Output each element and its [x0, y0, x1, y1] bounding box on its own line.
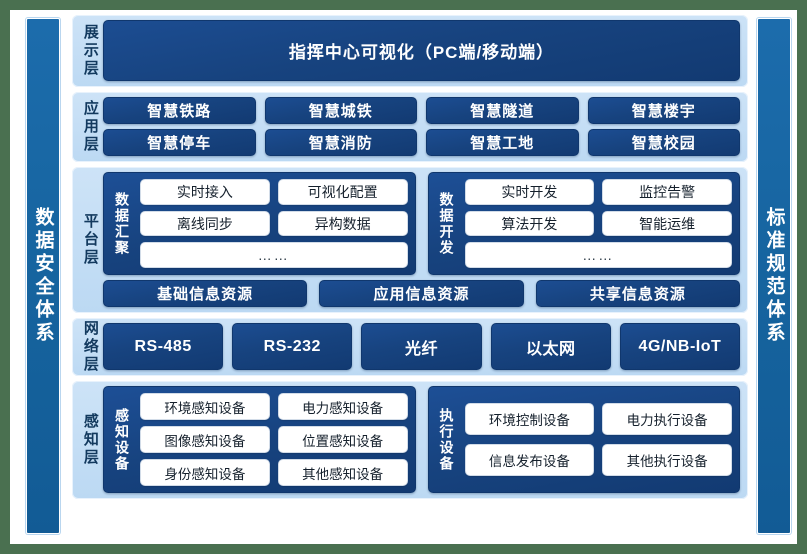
group-data-development: 数据开发 实时开发 监控告警 算法开发 智能运维: [427, 172, 740, 275]
left-pillar-label: 数据安全体系: [32, 207, 54, 345]
layer-platform-label: 平台层: [77, 172, 103, 307]
left-pillar-data-security: 数据安全体系: [26, 18, 60, 534]
sensor-item-identity[interactable]: 身份感知设备: [140, 459, 270, 486]
platform-groups: 数据汇聚 实时接入 可视化配置 离线同步 异构数据: [103, 172, 740, 275]
architecture-diagram-canvas: 数据安全体系 展示层 指挥中心可视化（PC端/移动端） 应用层 智慧铁路 智慧城…: [10, 10, 797, 544]
group-actuator-devices-grid: 环境控制设备 电力执行设备 信息发布设备 其他执行设备: [464, 393, 732, 486]
resource-item-application-info[interactable]: 应用信息资源: [319, 280, 524, 307]
layer-sensing-label-text: 感知层: [81, 412, 99, 467]
aggregation-item-heterogeneous-data[interactable]: 异构数据: [277, 210, 408, 237]
aggregation-row-1: 实时接入 可视化配置: [140, 179, 408, 205]
group-data-development-grid: 实时开发 监控告警 算法开发 智能运维 ……: [464, 179, 732, 269]
app-item-smart-tunnel[interactable]: 智慧隧道: [426, 97, 579, 124]
application-row-2: 智慧停车 智慧消防 智慧工地 智慧校园: [103, 129, 740, 156]
layer-display: 展示层 指挥中心可视化（PC端/移动端）: [72, 15, 748, 87]
aggregation-item-realtime-ingest[interactable]: 实时接入: [140, 179, 270, 205]
group-sensing-devices-title-text: 感知设备: [114, 407, 130, 472]
layer-application-label-text: 应用层: [81, 99, 99, 154]
aggregation-item-offline-sync[interactable]: 离线同步: [140, 210, 270, 237]
actuator-item-info-publishing[interactable]: 信息发布设备: [464, 444, 595, 476]
layer-sensing-body: 感知设备 环境感知设备 电力感知设备 图像感知设备 位置感知设备: [103, 386, 740, 493]
layer-display-label-text: 展示层: [81, 23, 99, 78]
actuator-item-other[interactable]: 其他执行设备: [602, 444, 732, 476]
layer-application-body: 智慧铁路 智慧城铁 智慧隧道 智慧楼宇 智慧停车 智慧消防 智慧工地 智慧校园: [103, 97, 740, 156]
group-data-development-title-text: 数据开发: [438, 191, 455, 256]
layer-display-body: 指挥中心可视化（PC端/移动端）: [103, 20, 740, 81]
app-item-smart-campus[interactable]: 智慧校园: [587, 129, 740, 156]
resource-item-basic-info[interactable]: 基础信息资源: [103, 280, 308, 307]
aggregation-row-2: 离线同步 异构数据: [140, 210, 408, 237]
layer-application-label: 应用层: [77, 97, 103, 156]
platform-resource-row: 基础信息资源 应用信息资源 共享信息资源: [103, 280, 740, 307]
aggregation-row-3: ……: [140, 242, 408, 269]
layer-display-label: 展示层: [77, 20, 103, 81]
app-item-smart-metro[interactable]: 智慧城铁: [264, 97, 417, 124]
group-sensing-devices-grid: 环境感知设备 电力感知设备 图像感知设备 位置感知设备 身份感知设备 其他感知设…: [140, 393, 408, 486]
sensor-item-location[interactable]: 位置感知设备: [277, 426, 408, 453]
group-actuator-devices-title-text: 执行设备: [438, 407, 455, 472]
development-item-realtime-dev[interactable]: 实时开发: [464, 179, 595, 205]
sensor-item-image[interactable]: 图像感知设备: [140, 426, 270, 453]
right-pillar-label: 标准规范体系: [763, 207, 785, 345]
group-data-aggregation-title-text: 数据汇聚: [114, 191, 130, 256]
app-item-smart-firefighting[interactable]: 智慧消防: [264, 129, 417, 156]
app-item-smart-railway[interactable]: 智慧铁路: [103, 97, 256, 124]
development-row-1: 实时开发 监控告警: [464, 179, 732, 205]
layer-application: 应用层 智慧铁路 智慧城铁 智慧隧道 智慧楼宇 智慧停车 智慧消防 智慧工地 智…: [72, 92, 748, 162]
development-row-2: 算法开发 智能运维: [464, 210, 732, 237]
group-data-development-title: 数据开发: [436, 179, 458, 268]
sensor-row-2: 图像感知设备 位置感知设备: [140, 426, 408, 453]
aggregation-item-more[interactable]: ……: [140, 242, 408, 269]
development-item-smart-opsmaint[interactable]: 智能运维: [602, 210, 732, 237]
network-item-rs485[interactable]: RS-485: [103, 323, 224, 370]
development-item-monitor-alarm[interactable]: 监控告警: [602, 179, 732, 205]
app-item-smart-building[interactable]: 智慧楼宇: [587, 97, 740, 124]
sensing-groups: 感知设备 环境感知设备 电力感知设备 图像感知设备 位置感知设备: [103, 386, 740, 493]
app-item-smart-construction[interactable]: 智慧工地: [426, 129, 579, 156]
development-item-algorithm-dev[interactable]: 算法开发: [464, 210, 595, 237]
application-row-1: 智慧铁路 智慧城铁 智慧隧道 智慧楼宇: [103, 97, 740, 124]
network-item-ethernet[interactable]: 以太网: [490, 323, 611, 370]
layer-sensing-label: 感知层: [77, 386, 103, 493]
layer-platform: 平台层 数据汇聚 实时接入 可视化配置: [72, 167, 748, 313]
sensor-row-3: 身份感知设备 其他感知设备: [140, 459, 408, 486]
sensor-row-1: 环境感知设备 电力感知设备: [140, 393, 408, 420]
sensor-item-power[interactable]: 电力感知设备: [277, 393, 408, 420]
layer-stack: 展示层 指挥中心可视化（PC端/移动端） 应用层 智慧铁路 智慧城铁 智慧隧道 …: [72, 15, 748, 538]
group-sensing-devices-title: 感知设备: [111, 393, 133, 486]
group-data-aggregation-grid: 实时接入 可视化配置 离线同步 异构数据 ……: [140, 179, 408, 269]
network-item-4g-nbiot[interactable]: 4G/NB-IoT: [619, 323, 741, 370]
network-item-fiber[interactable]: 光纤: [361, 323, 482, 370]
layer-network-label-text: 网络层: [81, 319, 99, 374]
layer-network: 网络层 RS-485 RS-232 光纤 以太网 4G/NB-IoT: [72, 318, 748, 376]
group-data-aggregation: 数据汇聚 实时接入 可视化配置 离线同步 异构数据: [103, 172, 416, 275]
actuator-item-environment-control[interactable]: 环境控制设备: [464, 403, 595, 435]
layer-platform-body: 数据汇聚 实时接入 可视化配置 离线同步 异构数据: [103, 172, 740, 307]
sensor-item-other[interactable]: 其他感知设备: [277, 459, 408, 486]
app-item-smart-parking[interactable]: 智慧停车: [103, 129, 256, 156]
development-item-more[interactable]: ……: [464, 242, 732, 269]
layer-network-body: RS-485 RS-232 光纤 以太网 4G/NB-IoT: [103, 323, 741, 370]
group-data-aggregation-title: 数据汇聚: [111, 179, 133, 268]
actuator-row-2: 信息发布设备 其他执行设备: [464, 444, 732, 476]
layer-network-label: 网络层: [77, 320, 103, 374]
actuator-row-1: 环境控制设备 电力执行设备: [464, 403, 732, 435]
group-sensing-devices: 感知设备 环境感知设备 电力感知设备 图像感知设备 位置感知设备: [103, 386, 416, 493]
layer-sensing: 感知层 感知设备 环境感知设备 电力感知设备: [72, 381, 748, 499]
network-item-rs232[interactable]: RS-232: [232, 323, 353, 370]
sensor-item-environment[interactable]: 环境感知设备: [140, 393, 270, 420]
group-actuator-devices: 执行设备 环境控制设备 电力执行设备 信息发布设备 其他执行设备: [427, 386, 740, 493]
layer-platform-label-text: 平台层: [81, 212, 99, 267]
resource-item-shared-info[interactable]: 共享信息资源: [535, 280, 740, 307]
network-items-row: RS-485 RS-232 光纤 以太网 4G/NB-IoT: [103, 323, 741, 370]
development-row-3: ……: [464, 242, 732, 269]
actuator-item-power-execution[interactable]: 电力执行设备: [602, 403, 732, 435]
display-banner-command-center[interactable]: 指挥中心可视化（PC端/移动端）: [103, 20, 740, 81]
group-actuator-devices-title: 执行设备: [436, 393, 458, 486]
aggregation-item-visual-config[interactable]: 可视化配置: [277, 179, 408, 205]
right-pillar-standards: 标准规范体系: [757, 18, 791, 534]
